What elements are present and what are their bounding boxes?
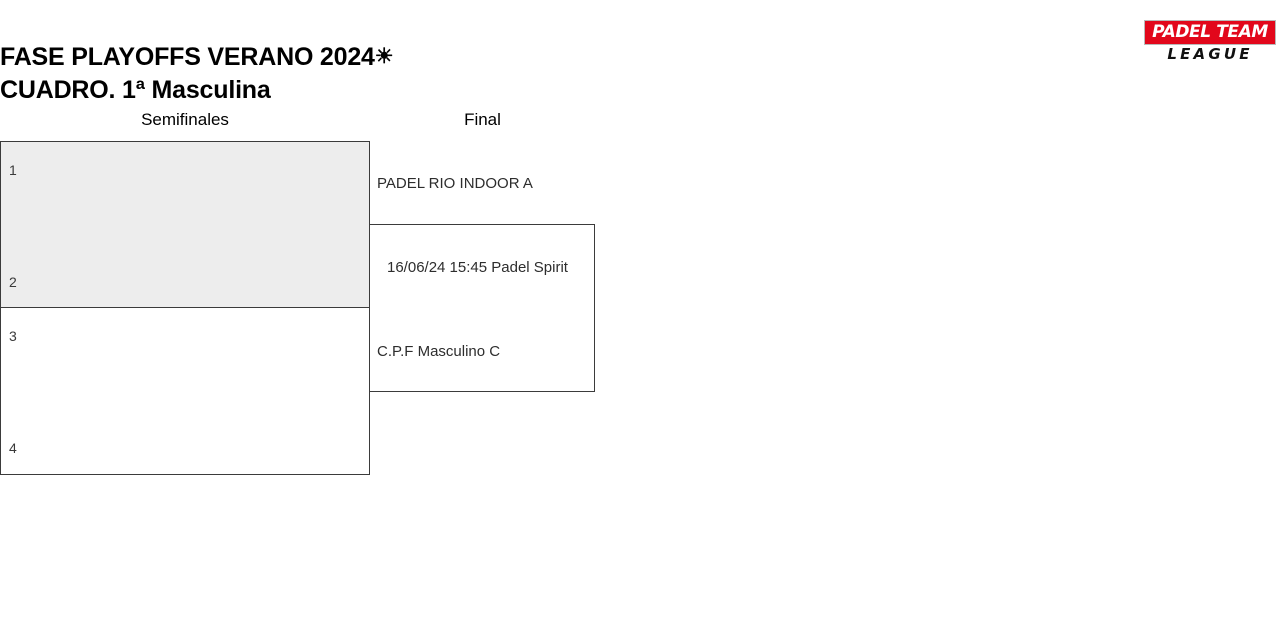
page-title: FASE PLAYOFFS VERANO 2024☀ CUADRO. 1ª Ma… (0, 8, 900, 140)
logo-top-text: PADEL TEAM (1152, 22, 1268, 42)
slot-label-seed-4: 4 (9, 440, 17, 456)
padel-team-league-logo: PADEL TEAM LEAGUE (1144, 20, 1276, 64)
round-header-semifinales: Semifinales (141, 110, 229, 129)
round-header-final: Final (464, 110, 501, 129)
match-box-semifinal-2[interactable]: 3 4 (0, 307, 370, 475)
final-team-top: PADEL RIO INDOOR A (377, 175, 533, 192)
logo-bottom-text: LEAGUE (1167, 45, 1253, 63)
slot-label-seed-2: 2 (9, 274, 17, 290)
sun-icon: ☀ (374, 45, 394, 68)
match-box-semifinal-1[interactable]: 1 2 (0, 141, 370, 308)
page-title-line-1: FASE PLAYOFFS VERANO 2024 (0, 43, 375, 71)
logo-bottom-banner: LEAGUE (1144, 46, 1276, 63)
match-box-final[interactable] (369, 224, 595, 392)
final-team-bottom: C.P.F Masculino C (377, 343, 501, 360)
final-match-info: 16/06/24 15:45 Padel Spirit (387, 259, 568, 276)
slot-label-seed-3: 3 (9, 328, 17, 344)
logo-top-banner: PADEL TEAM (1144, 20, 1276, 45)
slot-label-seed-1: 1 (9, 162, 17, 178)
page-title-line-2: CUADRO. 1ª Masculina (0, 76, 271, 104)
